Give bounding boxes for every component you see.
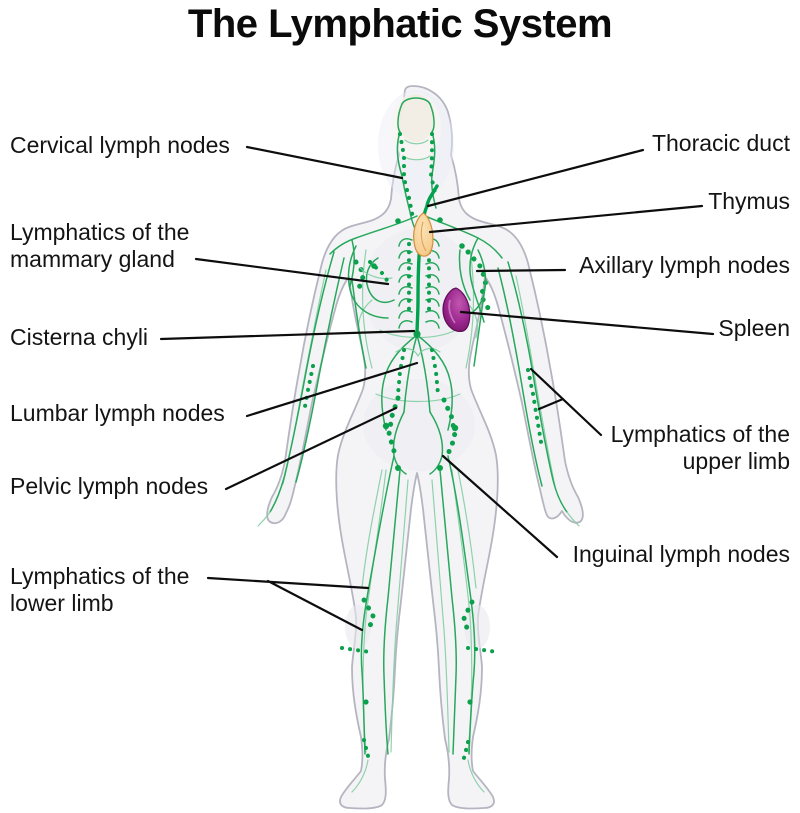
pelvis-hint <box>363 379 475 471</box>
label-thoracic-duct: Thoracic duct <box>651 130 790 156</box>
leader-line-axillary <box>475 268 567 273</box>
label-lymphatics-upper-limb: Lymphatics of the upper limb <box>610 421 790 475</box>
leader-line-mammary <box>194 257 390 286</box>
face-hint <box>391 93 441 161</box>
label-lymphatics-lower-limb: Lymphatics of the lower limb <box>10 563 190 617</box>
thymus-organ <box>413 212 434 257</box>
leader-line-lumbar <box>245 361 419 418</box>
label-inguinal-lymph-nodes: Inguinal lymph nodes <box>572 541 790 567</box>
skull-hint <box>397 94 435 142</box>
paravertebral-chains <box>398 238 440 329</box>
spleen-organ <box>442 287 471 332</box>
leader-line-upper-limb <box>529 367 603 437</box>
left-flank-vessel <box>351 279 367 369</box>
leader-line-lower-limb <box>206 576 370 632</box>
leader-lines <box>159 145 715 632</box>
mammary-vessels <box>347 245 487 320</box>
label-spleen: Spleen <box>718 315 790 341</box>
lymphatic-vessel-network <box>257 97 580 793</box>
label-lymphatics-mammary-gland: Lymphatics of the mammary gland <box>10 219 190 273</box>
leader-line-spleen <box>459 310 715 336</box>
leader-line-thoracic <box>426 148 645 208</box>
page-title: The Lymphatic System <box>187 2 613 46</box>
leg-vessels <box>340 455 500 760</box>
leader-line-thymus <box>428 204 704 234</box>
leader-line-cisterna <box>159 329 416 341</box>
label-cervical-lymph-nodes: Cervical lymph nodes <box>10 132 230 158</box>
right-flank-vessel <box>473 279 487 367</box>
label-pelvic-lymph-nodes: Pelvic lymph nodes <box>10 473 209 499</box>
label-cisterna-chyli: Cisterna chyli <box>10 324 149 350</box>
label-axillary-lymph-nodes: Axillary lymph nodes <box>579 252 790 278</box>
leader-line-cervical <box>245 145 404 180</box>
label-lumbar-lymph-nodes: Lumbar lymph nodes <box>10 400 225 426</box>
leader-line-pelvic <box>224 406 398 491</box>
leader-line-inguinal <box>441 454 559 559</box>
label-thymus: Thymus <box>708 188 790 214</box>
